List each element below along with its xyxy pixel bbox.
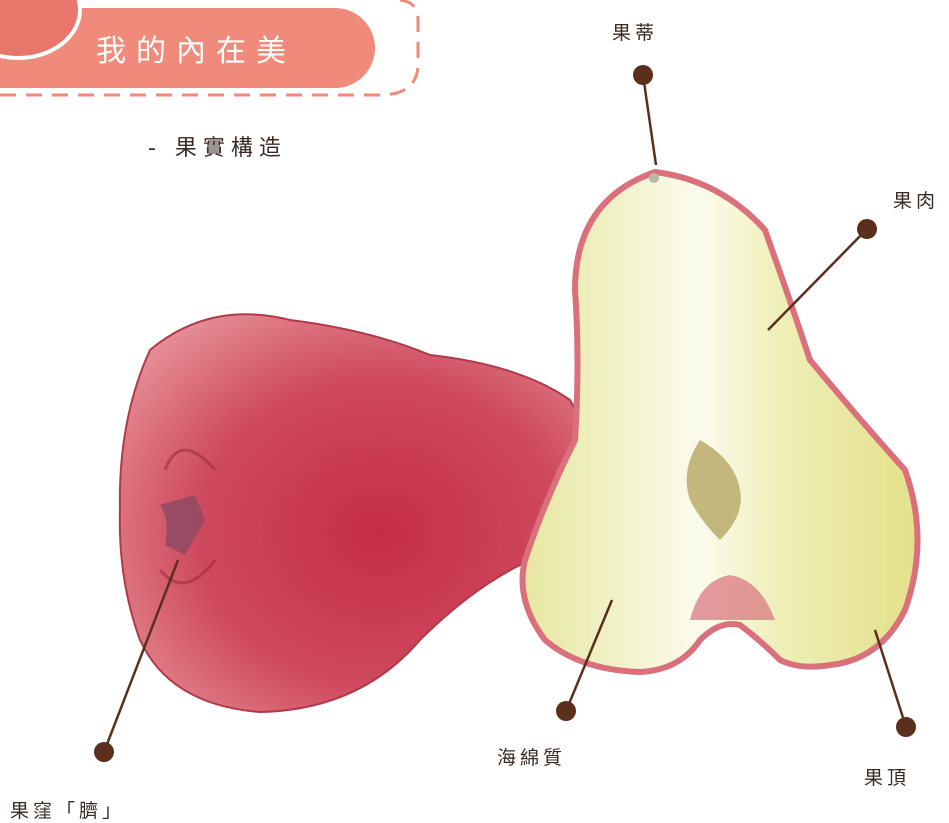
marker-navel	[94, 742, 114, 762]
label-sponge: 海綿質	[497, 743, 566, 770]
marker-apex	[896, 717, 916, 737]
label-navel: 果窪「臍」	[10, 796, 125, 823]
cut-fruit-section	[523, 172, 918, 672]
label-apex: 果頂	[864, 763, 910, 790]
marker-flesh	[857, 219, 877, 239]
marker-stalk	[633, 65, 653, 85]
whole-fruit	[120, 314, 593, 712]
stalk-tip	[649, 173, 659, 183]
label-stalk: 果蒂	[612, 18, 658, 45]
label-flesh: 果肉	[893, 186, 939, 213]
marker-sponge	[556, 701, 576, 721]
